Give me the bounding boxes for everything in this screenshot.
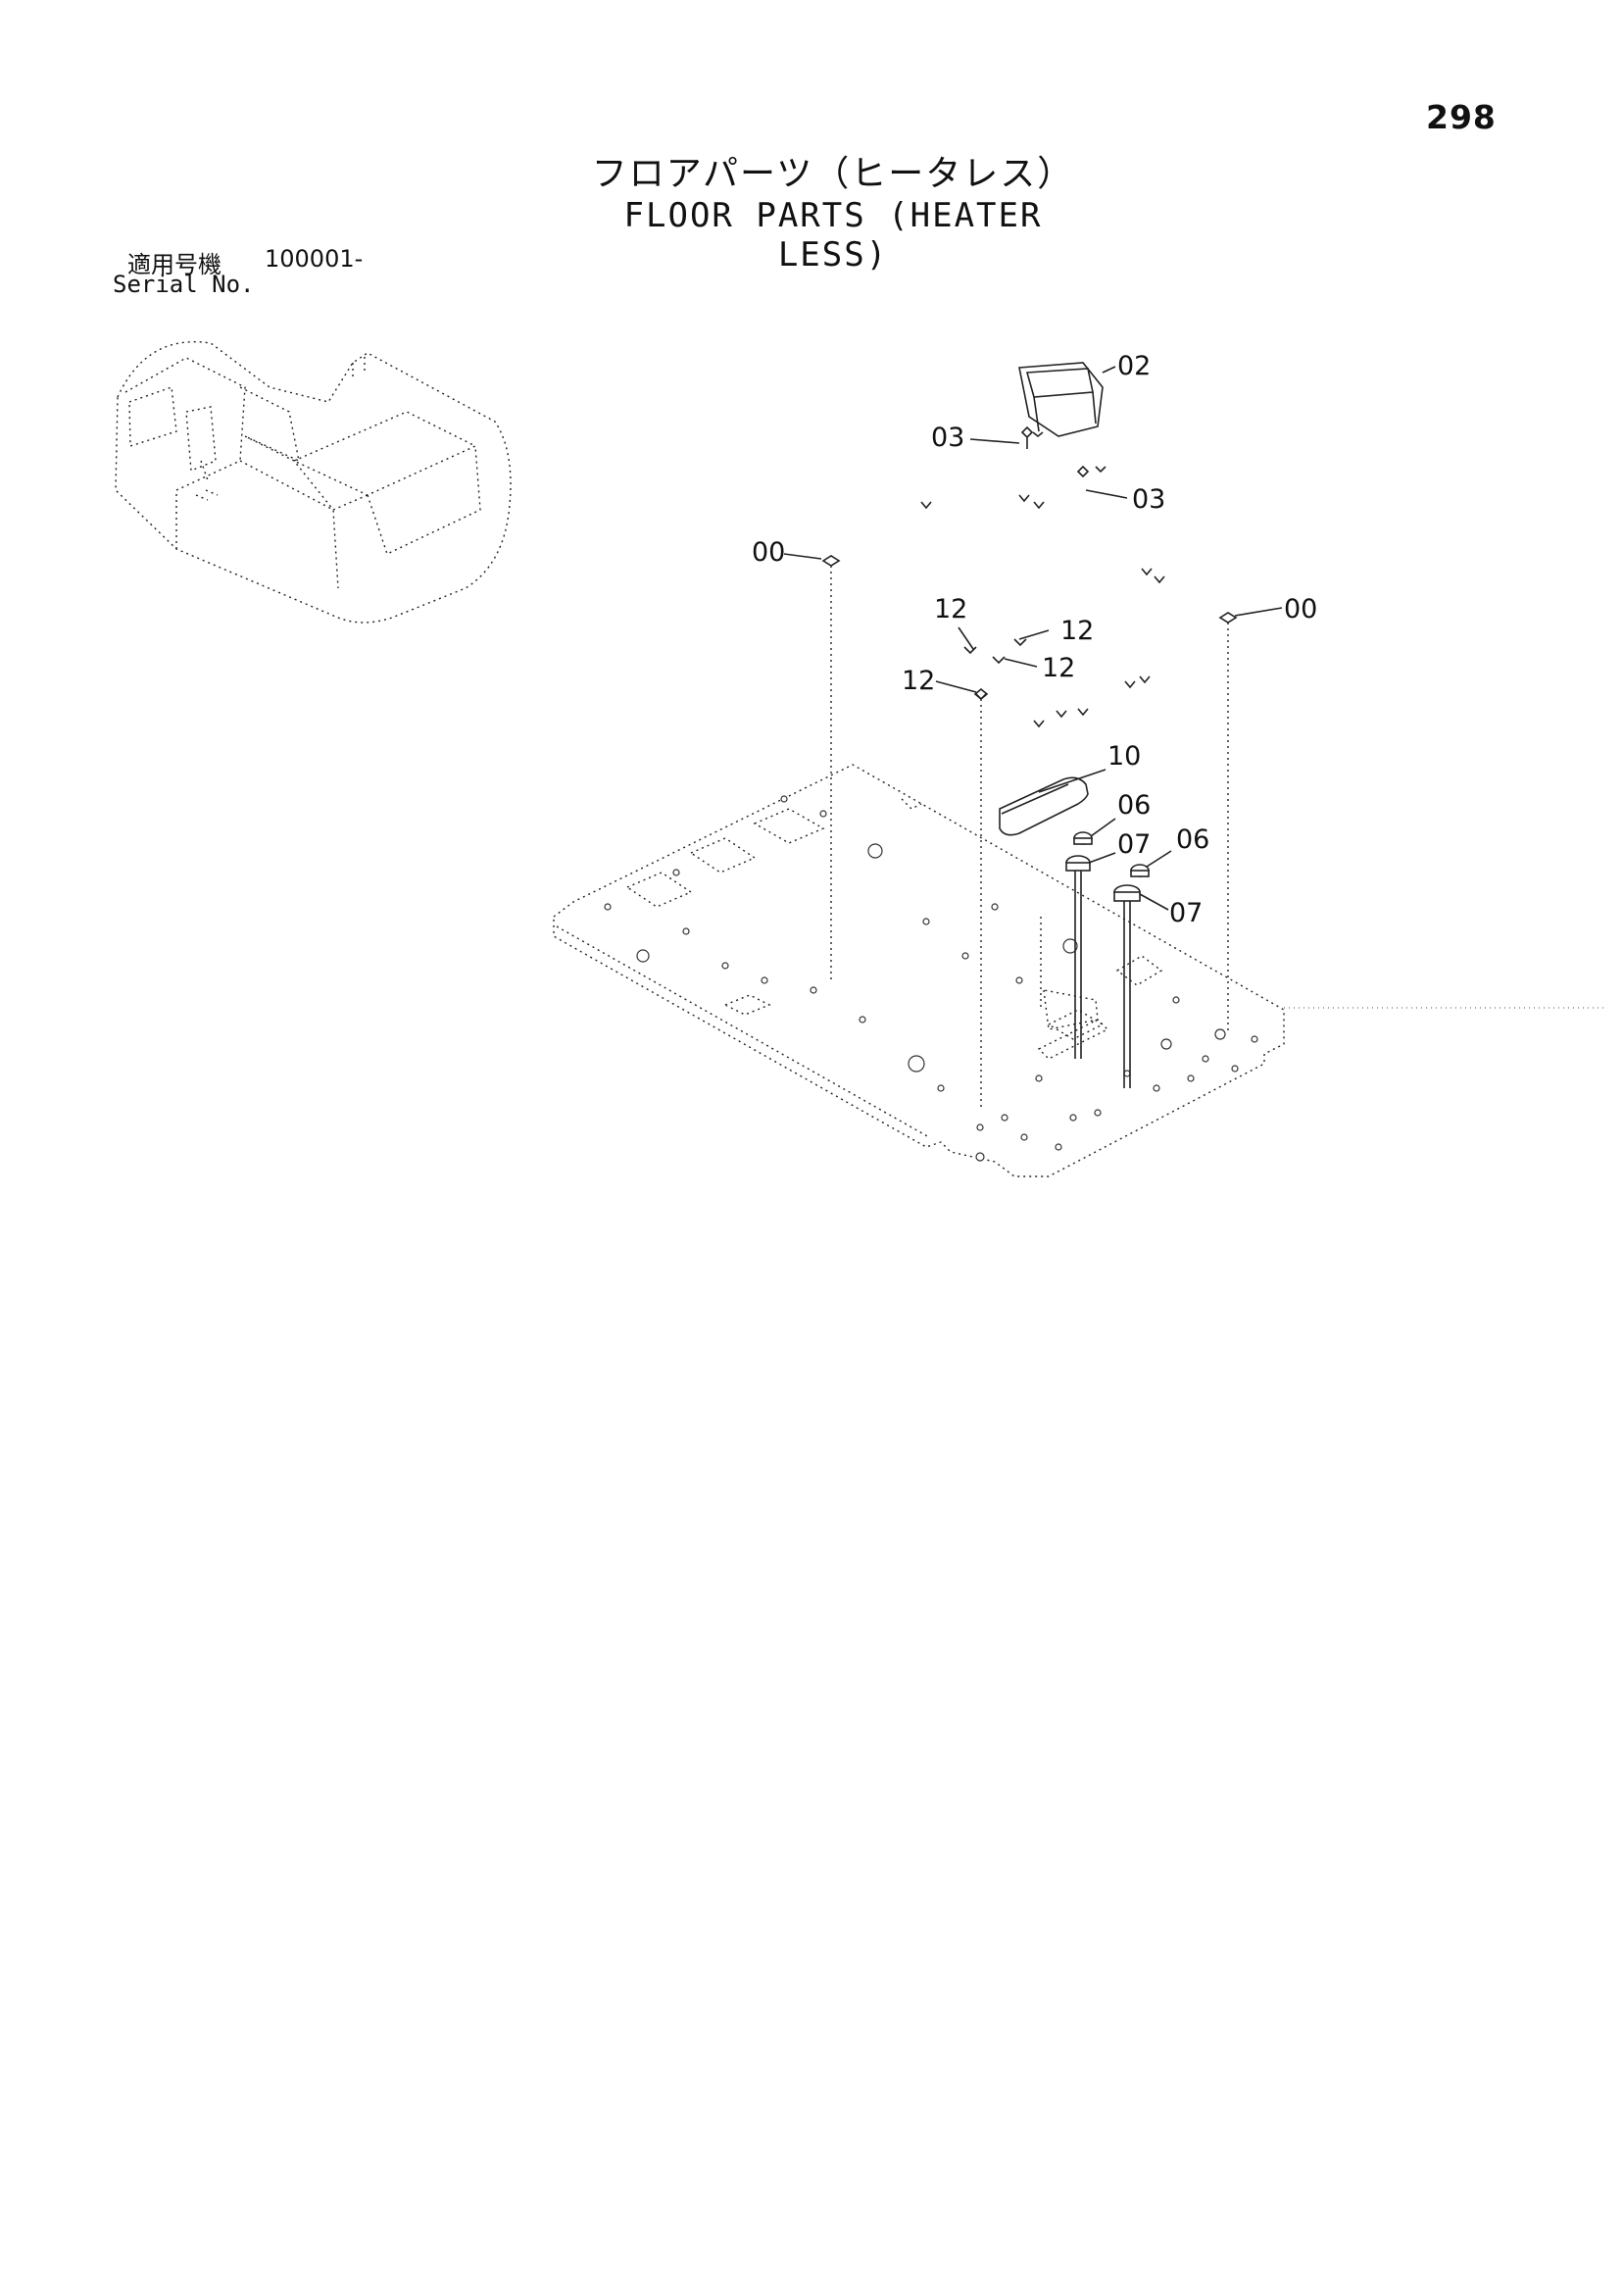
plate-holes	[604, 795, 1258, 1162]
callout-12-right: 12	[1060, 616, 1094, 646]
floor-mat-piece	[999, 776, 1099, 1030]
callout-12-top: 12	[934, 594, 967, 624]
callout-12-left: 12	[902, 666, 935, 696]
callout-03-lower: 03	[1132, 484, 1165, 515]
callout-02: 02	[1117, 351, 1151, 381]
callout-07-left: 07	[1117, 829, 1151, 860]
callout-03-upper: 03	[931, 423, 964, 453]
leader-lines	[783, 366, 1283, 911]
page-number: 298	[1426, 98, 1497, 136]
serial-number-value: 100001-	[265, 245, 364, 273]
callout-12-middle: 12	[1042, 653, 1075, 683]
page-title-japanese: フロアパーツ（ヒータレス）	[591, 154, 1075, 194]
callout-00-left: 00	[752, 537, 785, 568]
long-bolts	[821, 555, 1238, 1108]
serial-label-japanese: 適用号機	[127, 251, 221, 278]
serial-label-english: Serial No.	[113, 271, 255, 298]
callout-10: 10	[1107, 741, 1141, 772]
fasteners	[920, 425, 1165, 728]
callout-06-right: 06	[1176, 824, 1209, 855]
page-title-english: FLOOR PARTS (HEATER LESS)	[623, 196, 1043, 275]
lever-knobs	[1065, 831, 1150, 1088]
machine-overview-thumbnail	[115, 341, 512, 624]
callout-00-right: 00	[1284, 594, 1317, 624]
callout-07-right: 07	[1169, 898, 1203, 928]
callout-06-left: 06	[1117, 790, 1151, 821]
console-box	[1018, 362, 1104, 437]
